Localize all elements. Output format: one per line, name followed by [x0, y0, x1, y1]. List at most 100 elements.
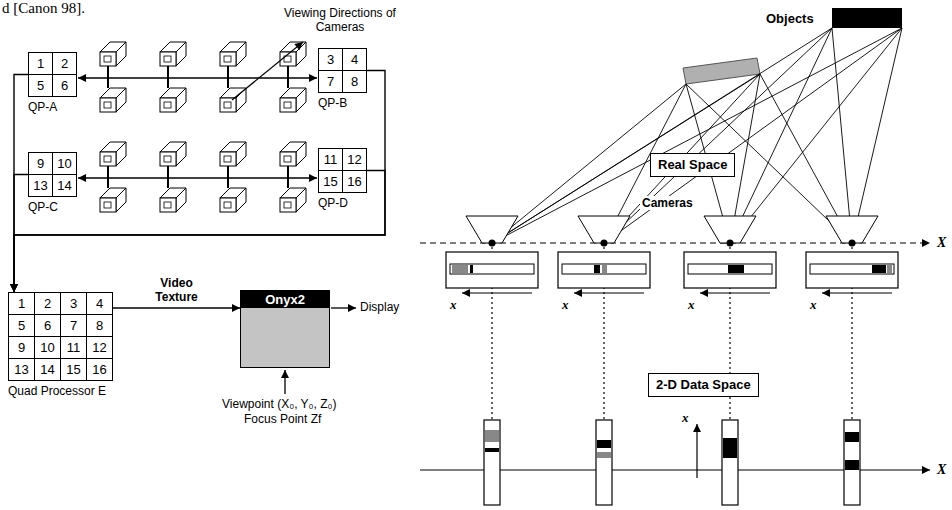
sensor-frame: [684, 252, 776, 288]
display-arrow: [331, 307, 356, 308]
ray-line: [852, 28, 902, 243]
signal-connector: [14, 75, 28, 293]
edge-label: Video Texture: [147, 276, 207, 304]
ray-line: [832, 28, 852, 243]
camera-cone: [466, 216, 518, 243]
grid-cell: 14: [52, 174, 77, 197]
cell-number: 10: [57, 157, 71, 171]
computer-name: Onyx2: [241, 291, 329, 308]
grid-cell: 13: [28, 174, 53, 197]
image-segment: [452, 265, 468, 273]
image-sensors: [446, 252, 898, 288]
grid-cell: 4: [86, 292, 113, 315]
cell-number: 11: [324, 153, 338, 167]
image-segment: [845, 460, 859, 470]
space-box: Real Space: [650, 153, 735, 177]
image-segment: [872, 265, 886, 273]
grid-cell: 1: [8, 292, 35, 315]
image-segment: [723, 438, 737, 458]
grid-cell: 9: [8, 336, 35, 359]
camera-icon: [160, 42, 186, 66]
computer-box: Onyx2: [240, 290, 330, 368]
pinhole-dot: [727, 240, 734, 247]
cameras-label: Cameras: [640, 196, 695, 210]
grid-cell: 3: [318, 48, 343, 71]
sensor-axis: [574, 292, 644, 293]
camera-icon: [280, 142, 306, 166]
image-segment: [594, 265, 600, 273]
cell-number: 13: [33, 179, 47, 193]
sensor-axes: [462, 292, 892, 293]
processor-grid: QP-B3478: [318, 48, 367, 93]
grid-cell: 1: [28, 52, 53, 75]
signal-connector: [14, 175, 28, 293]
grid-cell: 9: [28, 152, 53, 175]
viewpoint-arrow: [284, 370, 285, 394]
processor-label: Quad Processor E: [8, 384, 106, 398]
camera-wiring: [78, 66, 317, 188]
cell-number: 6: [44, 319, 51, 333]
pinhole-dot: [849, 240, 856, 247]
sensor-strip: [562, 264, 646, 274]
input-label: Focus Point Zf: [244, 412, 321, 426]
input-label: Viewpoint (X₀, Y₀, Z₀): [222, 397, 337, 411]
sensor-strip: [810, 264, 894, 274]
axis-label: x: [682, 410, 689, 425]
projection-lines: [492, 247, 852, 420]
processor-label: QP-C: [28, 200, 58, 214]
data-strip: [484, 420, 500, 505]
direction-arrow: [232, 42, 303, 100]
pinholes: [489, 240, 856, 247]
grid-cell: 10: [52, 152, 77, 175]
ray-line: [730, 28, 832, 243]
object-block: [683, 58, 760, 84]
grid-cell: 2: [34, 292, 61, 315]
cell-number: 5: [37, 79, 44, 93]
camera-icon: [280, 42, 306, 66]
ray-line: [604, 28, 902, 243]
camera-icon: [160, 188, 186, 212]
processor-grid: QP-A1256: [28, 52, 77, 97]
camera-cone: [704, 216, 756, 243]
direction-label: Viewing Directions of Cameras: [284, 6, 396, 34]
image-segment: [597, 452, 611, 458]
cell-number: 2: [44, 297, 51, 311]
grid-cell: 8: [342, 70, 367, 93]
objects-label: Objects: [766, 11, 814, 26]
grid-cell: 6: [34, 314, 61, 337]
cell-number: 1: [37, 57, 44, 71]
cell-number: 16: [347, 175, 361, 189]
ray-line: [492, 28, 902, 243]
camera-cone: [826, 216, 878, 243]
grid-cell: 15: [318, 170, 343, 193]
cell-number: 3: [70, 297, 77, 311]
grid-cell: 5: [8, 314, 35, 337]
cell-number: 14: [40, 363, 54, 377]
grid-cell: 16: [86, 358, 113, 381]
camera-icon: [100, 88, 126, 112]
ray-lines: [492, 28, 902, 243]
ray-line: [492, 28, 832, 243]
image-segment: [887, 265, 892, 273]
grid-cell: 11: [318, 148, 343, 171]
cell-number: 10: [40, 341, 54, 355]
image-segment: [485, 430, 499, 442]
signal-connector: [14, 171, 385, 293]
ray-line: [604, 28, 832, 243]
grid-cell: 14: [34, 358, 61, 381]
ray-line: [492, 74, 760, 243]
processor-grid: Quad Processor E12345678910111213141516: [8, 292, 113, 381]
axis-label: X: [937, 235, 946, 251]
processor-label: QP-D: [318, 196, 348, 210]
grid-cell: 2: [52, 52, 77, 75]
signal-connector: [14, 71, 385, 293]
sensor-frame: [558, 252, 650, 288]
object-block: [832, 8, 902, 28]
camera-icon: [100, 188, 126, 212]
grid-cell: 12: [86, 336, 113, 359]
cell-number: 6: [61, 79, 68, 93]
signal-arrow: [78, 177, 200, 178]
